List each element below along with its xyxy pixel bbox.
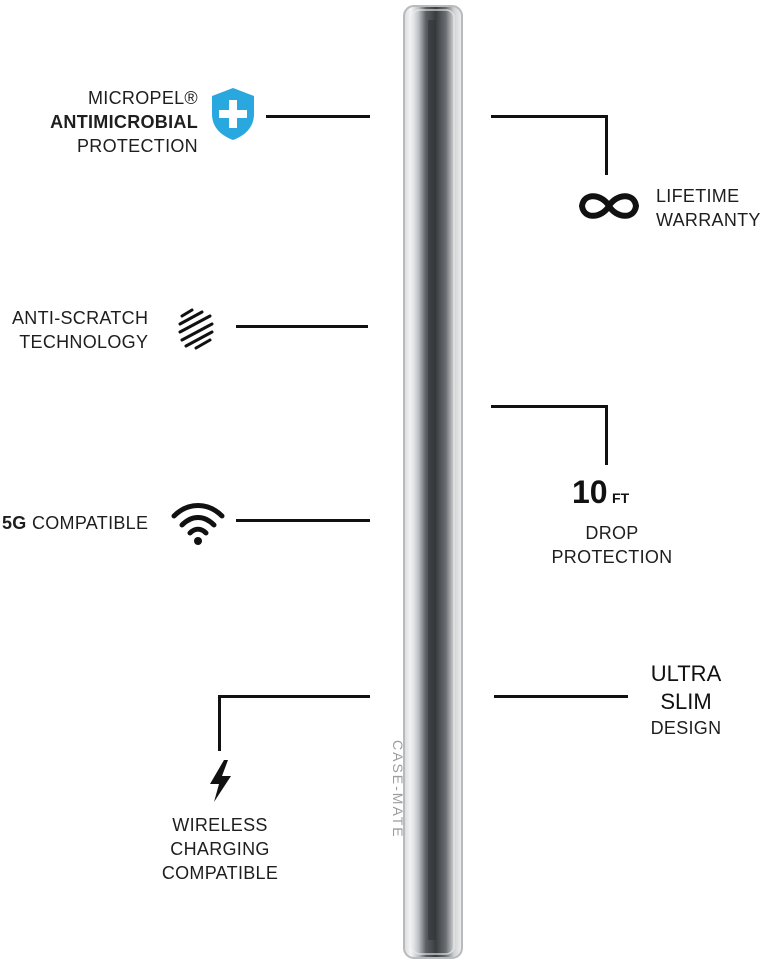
antimicrobial-label: MICROPEL® ANTIMICROBIAL PROTECTION [0,86,198,158]
slim-line3: DESIGN [650,718,722,738]
drop-figure: 10 FT [572,474,629,511]
scratch-label: ANTI-SCRATCH TECHNOLOGY [12,306,148,354]
fiveg-text: COMPATIBLE [31,513,149,533]
scratch-icon [176,308,216,350]
antimicrobial-line1: MICROPEL® [88,88,198,108]
wireless-connector-v [218,695,221,751]
fiveg-connector [236,519,370,522]
wireless-line1: WIRELESS [172,815,268,835]
shield-plus-icon [208,86,258,142]
drop-line1: DROP [585,523,639,543]
warranty-connector-h [491,115,607,118]
wifi-icon [170,500,226,548]
drop-label: DROP PROTECTION [547,521,677,569]
slim-label: ULTRA SLIM DESIGN [636,660,736,740]
fiveg-label: 5G COMPATIBLE [2,511,148,535]
wireless-label: WIRELESS CHARGING COMPATIBLE [150,813,290,885]
brand-text: CASE-MATE [390,740,406,839]
wireless-connector-h [218,695,370,698]
wireless-line3: COMPATIBLE [161,863,279,883]
warranty-line2: WARRANTY [656,210,761,230]
drop-connector-h [491,405,607,408]
drop-line2: PROTECTION [551,547,673,567]
warranty-connector-v [605,115,608,175]
phone-case-side: CASE-MATE [390,0,468,964]
wireless-line2: CHARGING [170,839,270,859]
warranty-label: LIFETIME WARRANTY [656,184,761,232]
drop-number: 10 [572,474,608,510]
warranty-line1: LIFETIME [656,186,740,206]
slim-line1: ULTRA [650,661,722,686]
lightning-icon [204,758,236,804]
scratch-line1: ANTI-SCRATCH [12,308,149,328]
fiveg-bold: 5G [2,513,27,533]
slim-line2: SLIM [660,689,712,714]
antimicrobial-connector [266,115,370,118]
scratch-line2: TECHNOLOGY [19,332,149,352]
antimicrobial-line2: ANTIMICROBIAL [50,112,198,132]
drop-unit: FT [612,490,630,506]
scratch-connector [236,325,368,328]
antimicrobial-line3: PROTECTION [76,136,198,156]
drop-connector-v [605,405,608,465]
infinity-icon [576,188,642,224]
slim-connector [494,695,628,698]
